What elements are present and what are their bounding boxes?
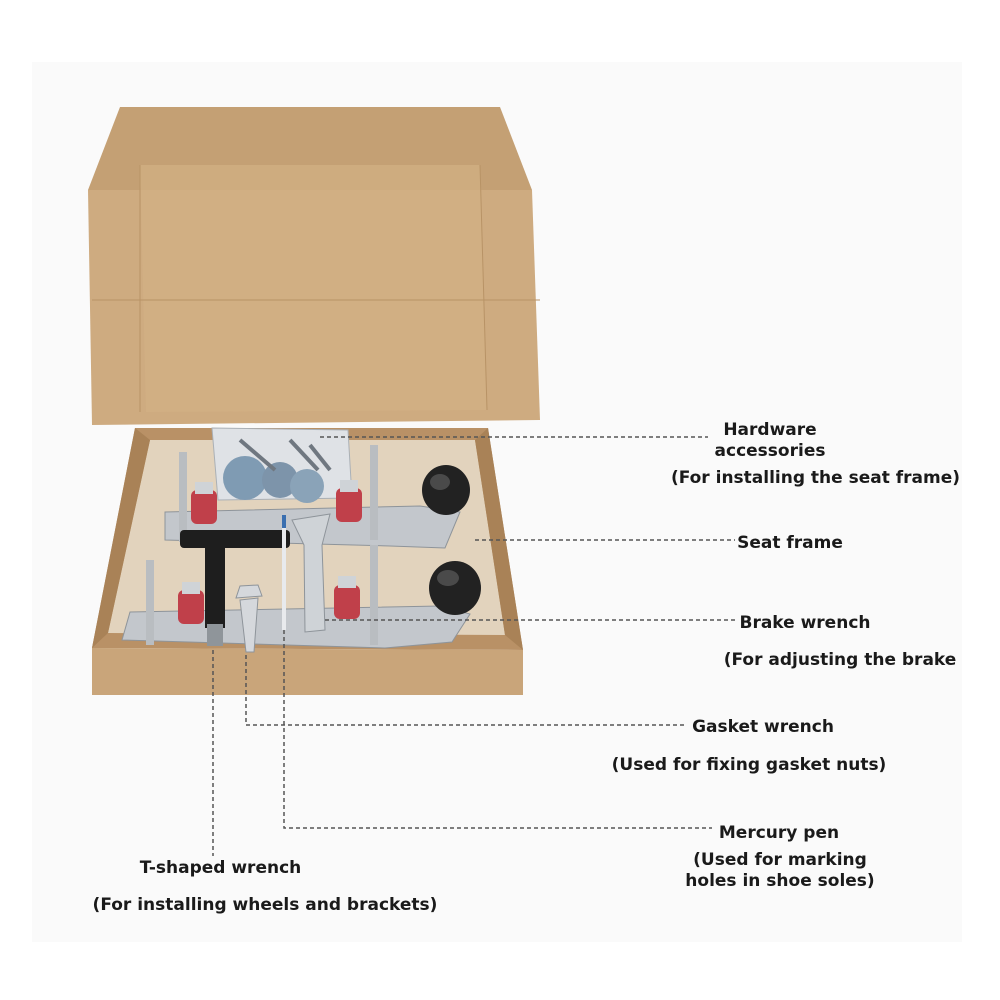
gasket-wrench-illustration <box>235 584 263 653</box>
t-wrench-illustration <box>180 530 290 646</box>
mercury-pen-label: Mercury pen <box>718 823 840 843</box>
leader-mercury-pen <box>283 630 712 829</box>
t-wrench-note: (For installing wheels and brackets) <box>92 895 438 915</box>
brake-wrench-note: (For adjusting the brake <box>723 650 957 670</box>
gasket-wrench-note: (Used for fixing gasket nuts) <box>611 755 887 775</box>
t-wrench-label: T-shaped wrench <box>139 858 302 878</box>
box-lid <box>88 107 540 425</box>
leader-lines <box>212 436 735 856</box>
brake-wrench-label: Brake wrench <box>739 613 871 633</box>
brake-wrench-illustration <box>291 513 331 633</box>
hardware-note: (For installing the seat frame) <box>670 468 961 488</box>
seat-frame-label: Seat frame <box>737 533 843 553</box>
hardware-bag <box>211 427 353 503</box>
hardware-label: Hardware accessories <box>714 420 826 461</box>
mercury-pen-note: (Used for marking holes in shoe soles) <box>685 850 875 891</box>
gasket-wrench-label: Gasket wrench <box>692 717 834 737</box>
leader-gasket-wrench <box>245 655 686 726</box>
